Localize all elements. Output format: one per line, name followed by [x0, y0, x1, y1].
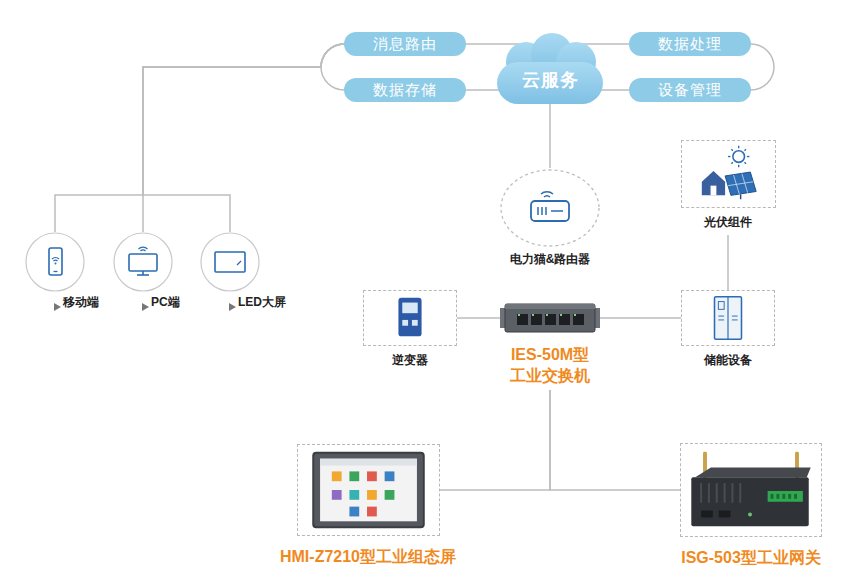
node-text: 数据处理 — [658, 35, 722, 54]
connector-line — [440, 390, 551, 490]
pointer-triangle — [229, 297, 236, 305]
node-label: LED大屏 — [238, 294, 286, 311]
node-label: IES-50M型 工业交换机 — [502, 344, 598, 386]
device-box: 光伏组件 — [681, 140, 776, 208]
node-label: PC端 — [151, 294, 180, 311]
cloud-shape: 云服务 — [492, 32, 608, 106]
device-box: 储能设备 — [681, 290, 775, 346]
hmi-icon — [298, 445, 439, 535]
pc-icon — [113, 232, 173, 292]
node-label: HMI-Z7210型工业组态屏 — [280, 547, 456, 568]
node-label: 储能设备 — [704, 352, 752, 369]
node-label: ISG-503型工业网关 — [681, 548, 821, 569]
service-pill: 设备管理 — [629, 78, 751, 102]
product-box: HMI-Z7210型工业组态屏 — [297, 444, 440, 536]
isg-icon — [681, 444, 821, 536]
pointer-triangle — [142, 297, 149, 305]
node-text: 云服务 — [492, 68, 608, 92]
router-ellipse: 电力猫&路由器 — [499, 168, 601, 248]
node-label: 光伏组件 — [704, 214, 752, 231]
led-icon — [200, 232, 260, 292]
inv-icon — [364, 291, 456, 345]
terminal-circle: PC端 — [113, 232, 173, 292]
device-box: 逆变器 — [363, 290, 457, 346]
connector-line — [55, 44, 344, 232]
cloud-icon — [492, 32, 608, 106]
sw-icon — [500, 298, 600, 338]
connector-line — [600, 317, 681, 319]
service-pill: 数据处理 — [629, 32, 751, 56]
connector-line — [143, 44, 344, 232]
connector-line — [143, 44, 344, 232]
node-text: 消息路由 — [373, 35, 437, 54]
switch-device: IES-50M型 工业交换机 — [500, 298, 600, 386]
node-label: 移动端 — [63, 294, 99, 311]
node-text: 设备管理 — [658, 81, 722, 100]
connector-line — [550, 390, 680, 490]
service-pill: 消息路由 — [344, 32, 466, 56]
connector-line — [457, 317, 500, 319]
terminal-circle: LED大屏 — [200, 232, 260, 292]
node-label: 逆变器 — [392, 352, 428, 369]
node-label: 电力猫&路由器 — [510, 251, 591, 268]
connector-line — [549, 104, 551, 168]
pointer-triangle — [54, 297, 61, 305]
product-box: ISG-503型工业网关 — [680, 443, 822, 537]
ess-icon — [682, 291, 774, 345]
service-pill: 数据存储 — [344, 78, 466, 102]
router-icon — [499, 168, 601, 248]
pv-icon — [682, 141, 775, 207]
connector-line — [751, 44, 774, 90]
phone-icon — [25, 232, 85, 292]
connector-line — [727, 235, 729, 290]
terminal-circle: 移动端 — [25, 232, 85, 292]
node-text: 数据存储 — [373, 81, 437, 100]
connector-line — [321, 44, 344, 90]
